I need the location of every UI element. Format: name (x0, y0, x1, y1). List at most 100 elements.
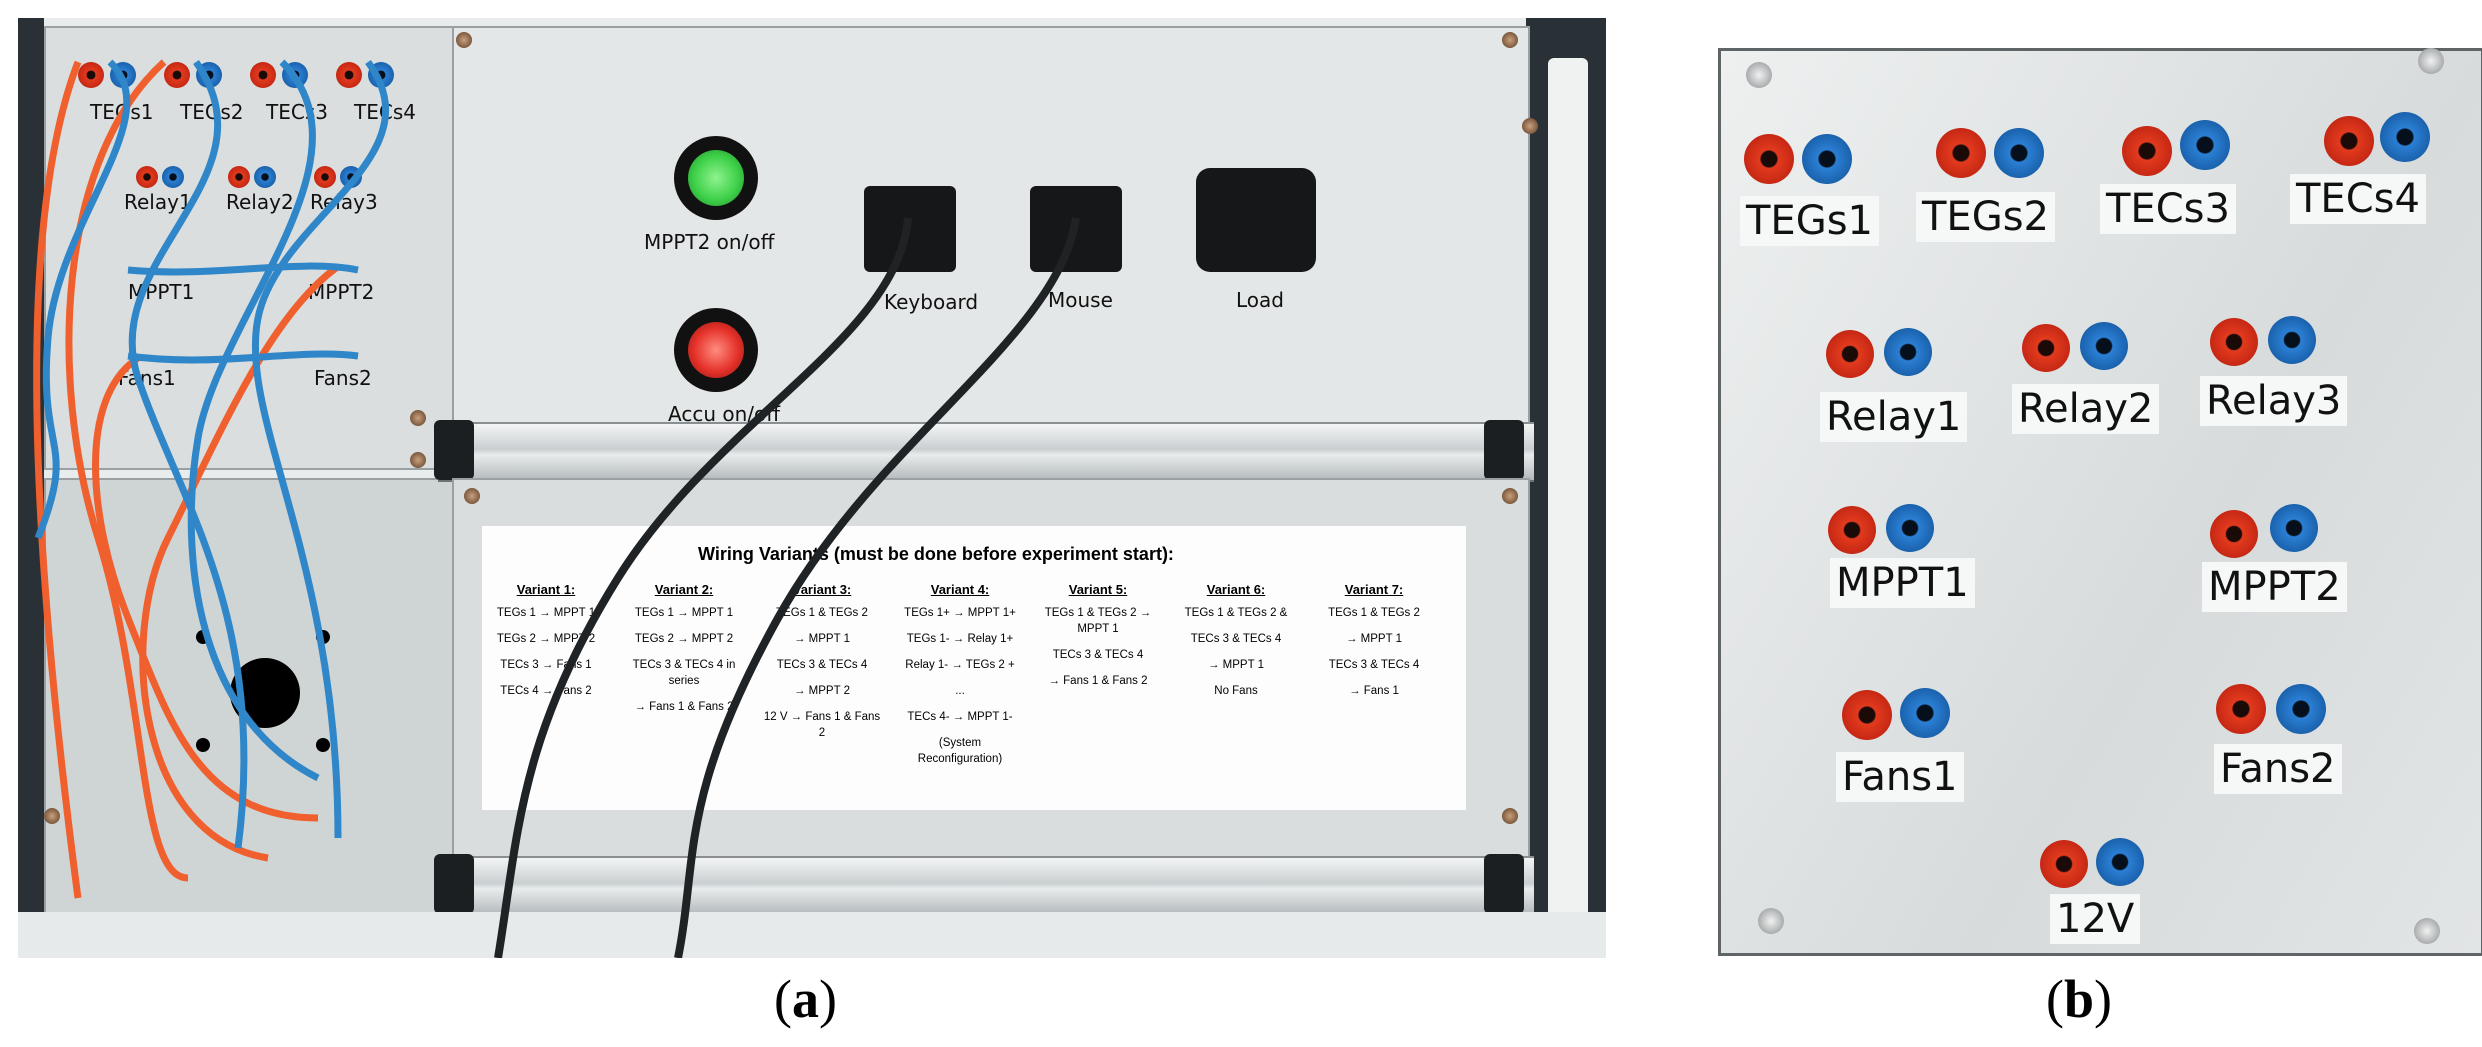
rail-cap (1484, 854, 1524, 914)
jack-red[interactable] (1936, 128, 1986, 178)
keyboard-label: Keyboard (884, 290, 979, 314)
jack-blue[interactable] (162, 166, 184, 188)
jack-red[interactable] (2210, 510, 2258, 558)
jack-red[interactable] (78, 62, 104, 88)
jack-red[interactable] (2210, 318, 2258, 366)
label-tecs3: TECs3 (266, 100, 328, 124)
rail-cap (434, 854, 474, 914)
label-tecs4: TECs4 (2290, 174, 2426, 224)
jack-blue[interactable] (1802, 134, 1852, 184)
jack-red[interactable] (136, 166, 158, 188)
panel-screw (410, 410, 426, 426)
panel-screw (1502, 488, 1518, 504)
variant-line: Relay 1- → TEGs 2 + (905, 659, 1015, 671)
panel-screw (1522, 118, 1538, 134)
jack-blue[interactable] (2270, 504, 2318, 552)
variant-title: Variant 3: (792, 582, 852, 597)
variant-line: → MPPT 1 (1345, 633, 1403, 645)
accu-power-button[interactable] (688, 322, 744, 378)
jack-red[interactable] (250, 62, 276, 88)
variant-line: TECs 3 & TECs 4 (1190, 633, 1282, 645)
label-relay1: Relay1 (1820, 392, 1968, 442)
jack-blue[interactable] (2096, 838, 2144, 886)
caption-a: (a) (774, 969, 837, 1029)
variant-column-7: Variant 7: TEGs 1 & TEGs 2 → MPPT 1 TECs… (1312, 582, 1436, 709)
jack-blue[interactable] (2080, 322, 2128, 370)
panel-screw (44, 808, 60, 824)
variant-column-4: Variant 4: TEGs 1+ → MPPT 1+ TEGs 1- → R… (898, 582, 1022, 777)
photo-a: TEGs1 TEGs2 TECs3 TECs4 Relay1 Relay2 Re… (18, 18, 1606, 958)
jack-red[interactable] (336, 62, 362, 88)
label-fans2: Fans2 (2214, 744, 2342, 794)
variant-title: Variant 2: (654, 582, 714, 597)
panel-screw (410, 452, 426, 468)
jack-red[interactable] (314, 166, 336, 188)
photo-b: TEGs1 TEGs2 TECs3 TECs4 Relay1 Relay2 Re… (1718, 48, 2482, 956)
plate-screw (1746, 62, 1772, 88)
variant-line: → MPPT 1 (1207, 659, 1265, 671)
variant-title: Variant 5: (1068, 582, 1128, 597)
jack-blue[interactable] (2380, 112, 2430, 162)
jack-blue[interactable] (2276, 684, 2326, 734)
variant-line: (System Reconfiguration) (917, 737, 1003, 765)
jack-red[interactable] (1842, 690, 1892, 740)
caption-b: (b) (2046, 969, 2113, 1029)
variant-line: TECs 3 & TECs 4 (776, 659, 868, 671)
screw-hole (196, 738, 210, 752)
variant-line: → MPPT 2 (793, 685, 851, 697)
label-tegs1: TEGs1 (1740, 196, 1879, 246)
jack-red[interactable] (1828, 506, 1876, 554)
plate-screw (2414, 918, 2440, 944)
variant-line: TEGs 1 → MPPT 1 (634, 607, 734, 619)
variant-line: TEGs 1 & TEGs 2 → MPPT 1 (1044, 607, 1152, 635)
jack-blue[interactable] (2180, 120, 2230, 170)
variant-line: → Fans 1 (1349, 685, 1399, 697)
variant-line: TEGs 1+ → MPPT 1+ (904, 607, 1016, 619)
label-relay2: Relay2 (2012, 384, 2160, 434)
variant-title: Variant 6: (1206, 582, 1266, 597)
variant-line: TEGs 2 → MPPT 2 (634, 633, 734, 645)
rack-handle-opening (1548, 58, 1588, 918)
jack-red[interactable] (1744, 134, 1794, 184)
jack-blue[interactable] (254, 166, 276, 188)
variant-line: No Fans (1214, 685, 1258, 697)
jack-red[interactable] (2216, 684, 2266, 734)
label-relay1: Relay1 (124, 190, 192, 214)
jack-red[interactable] (2324, 116, 2374, 166)
label-relay2: Relay2 (226, 190, 294, 214)
jack-red[interactable] (1826, 330, 1874, 378)
variant-column-3: Variant 3: TEGs 1 & TEGs 2 → MPPT 1 TECs… (760, 582, 884, 751)
jack-red[interactable] (2040, 840, 2088, 888)
plate-screw (2418, 48, 2444, 74)
jack-blue[interactable] (2268, 316, 2316, 364)
panel-screw (464, 488, 480, 504)
jack-blue[interactable] (1994, 128, 2044, 178)
variant-line: TECs 4 → Fans 2 (500, 685, 592, 697)
jack-blue[interactable] (1886, 504, 1934, 552)
load-label: Load (1236, 288, 1284, 312)
label-12v: 12V (2050, 894, 2141, 944)
variant-line: TEGs 1- → Relay 1+ (906, 633, 1014, 645)
variant-line: TEGs 1 & TEGs 2 (776, 607, 868, 619)
panel-screw (1502, 32, 1518, 48)
label-fans2: Fans2 (314, 366, 372, 390)
jack-blue[interactable] (1900, 688, 1950, 738)
load-socket[interactable] (1196, 168, 1316, 272)
panel-screw (456, 32, 472, 48)
jack-red[interactable] (228, 166, 250, 188)
jack-red[interactable] (164, 62, 190, 88)
mouse-label: Mouse (1048, 288, 1113, 312)
variant-line: TEGs 2 → MPPT 2 (496, 633, 596, 645)
label-mppt2: MPPT2 (2202, 562, 2347, 612)
rack-rail-lower (438, 856, 1534, 916)
label-tecs3: TECs3 (2100, 184, 2236, 234)
table-surface (18, 912, 1606, 958)
jack-blue[interactable] (1884, 328, 1932, 376)
caption-b-letter: b (2063, 969, 2095, 1029)
variant-line: ... (955, 685, 965, 697)
jack-red[interactable] (2122, 126, 2172, 176)
jack-red[interactable] (2022, 324, 2070, 372)
mppt2-power-button[interactable] (688, 150, 744, 206)
caption-a-letter: a (791, 969, 819, 1029)
panel-screw (1502, 808, 1518, 824)
